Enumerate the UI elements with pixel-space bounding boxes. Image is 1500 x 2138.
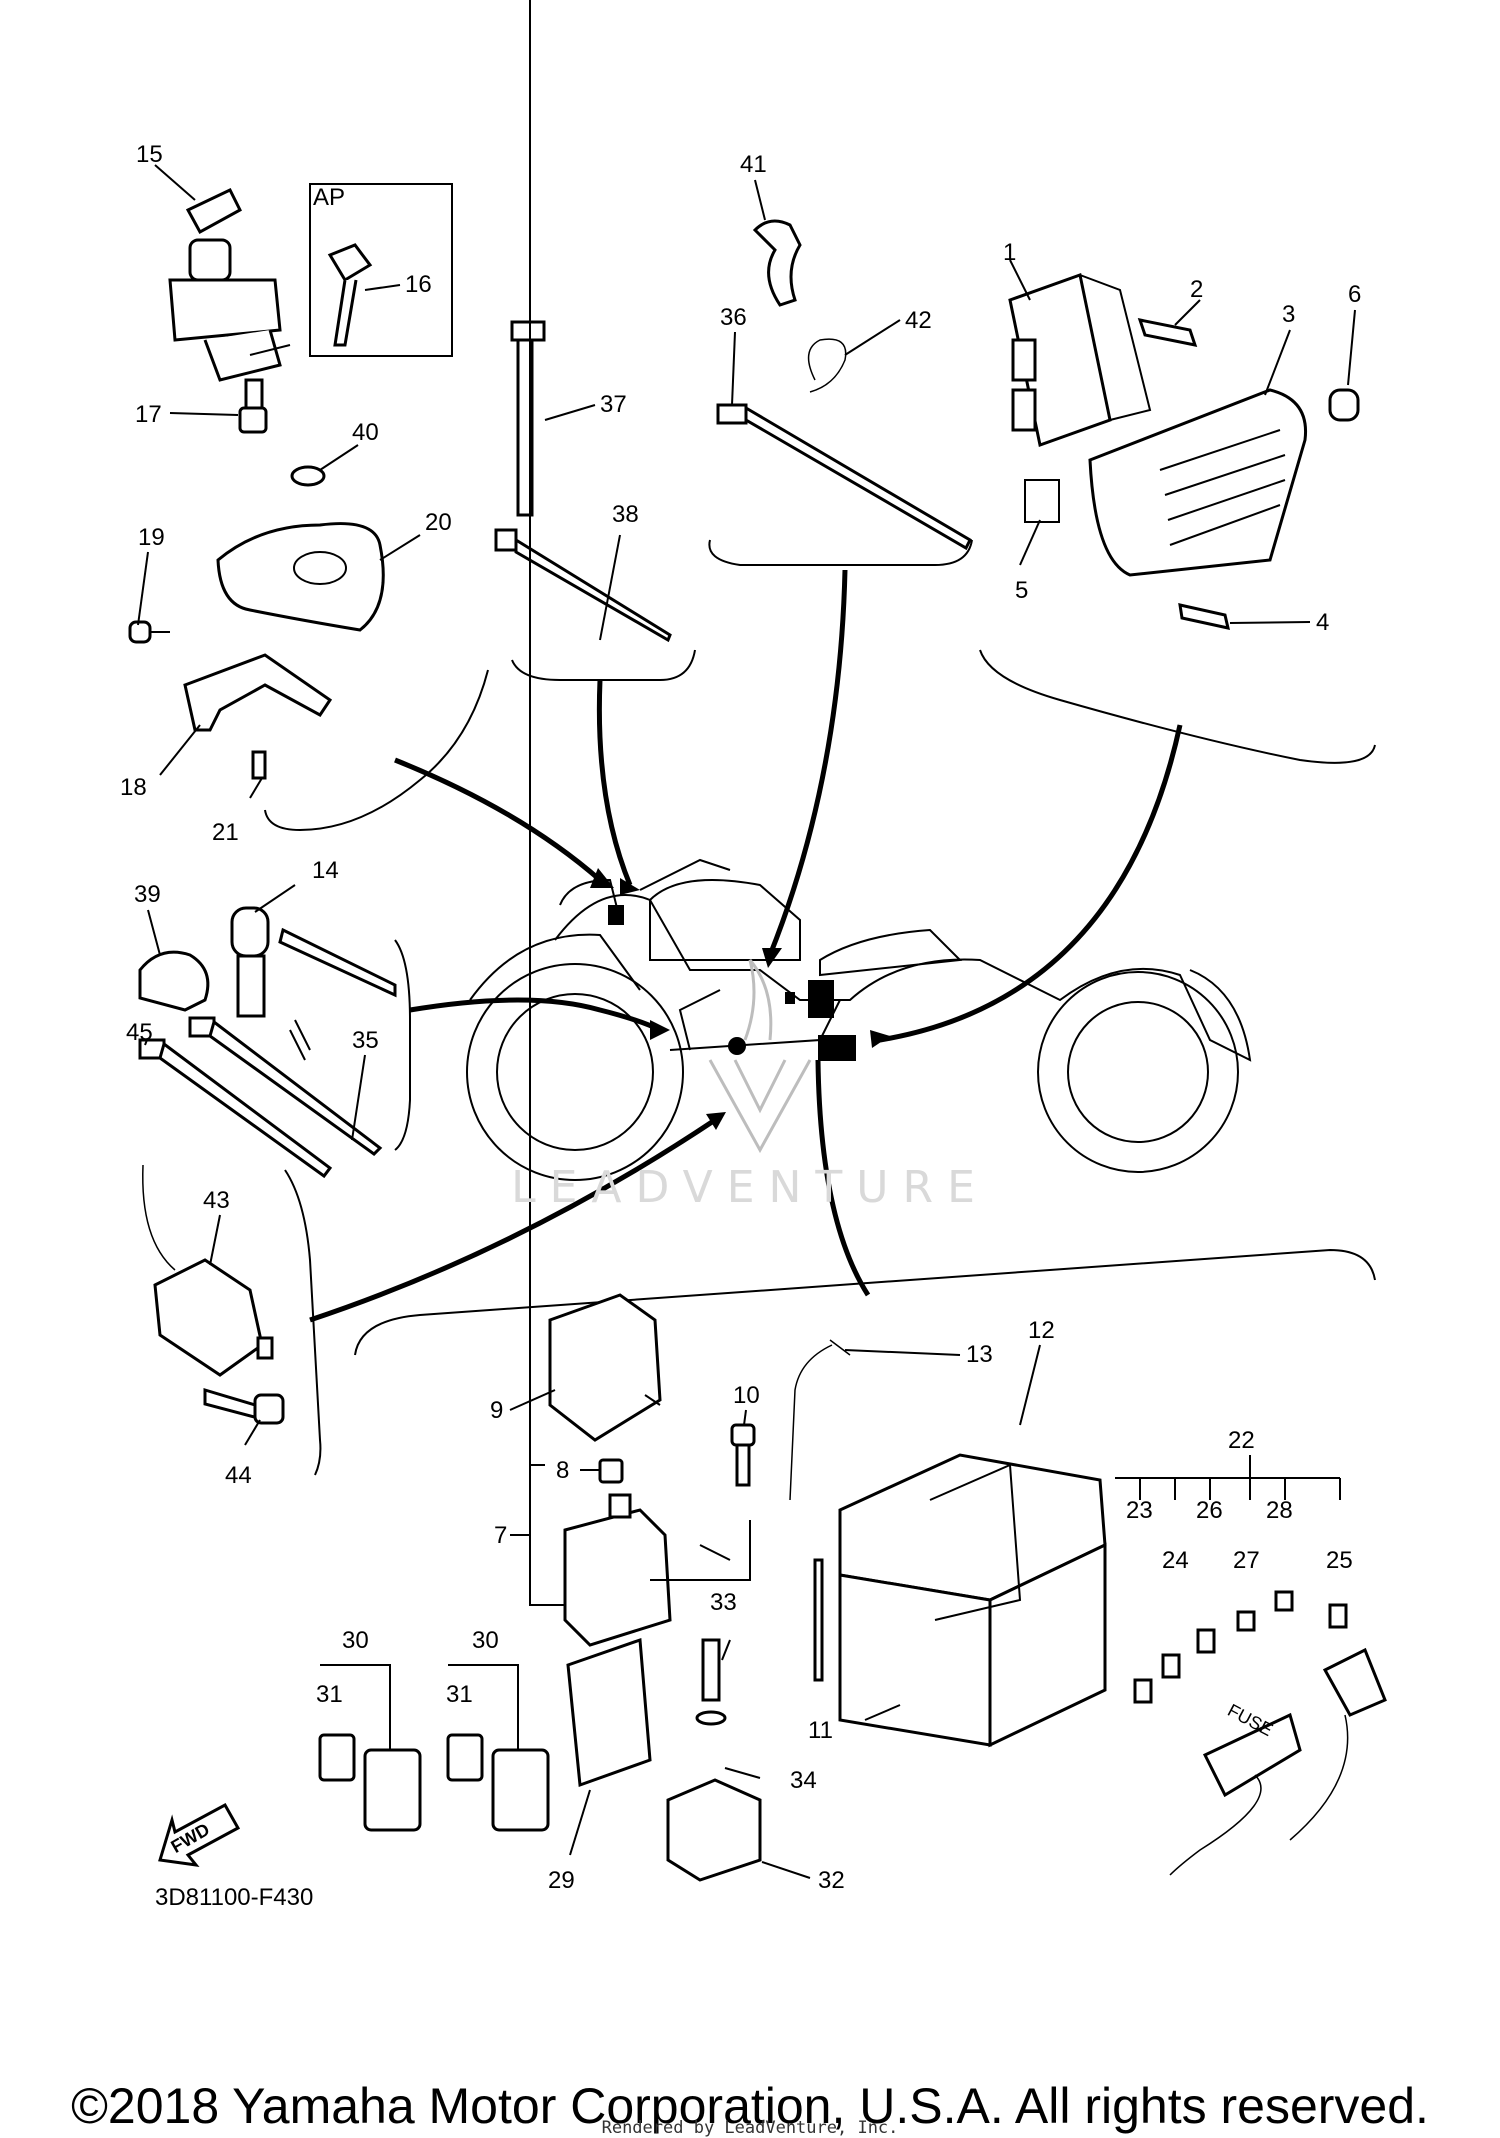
callout-45: 45 [126, 1019, 153, 1046]
callout-6: 6 [1348, 281, 1361, 308]
thermo-unit-icon [230, 906, 397, 1061]
relay-icon [318, 1733, 422, 1832]
grommet-icon [1328, 388, 1360, 422]
cover-icon [216, 522, 385, 632]
cable-tie-icon [494, 528, 672, 643]
callout-3: 3 [1282, 301, 1295, 328]
watermark-text: LEADVENTURE [511, 1162, 989, 1213]
callout-11: 11 [808, 1717, 833, 1744]
screw-icon [128, 620, 170, 644]
callout-14: 14 [312, 857, 339, 884]
relay-cover-icon [548, 1293, 662, 1442]
callout-25: 25 [1326, 1547, 1353, 1574]
callout-39: 39 [134, 881, 161, 908]
label-icon [1024, 479, 1060, 523]
callout-10: 10 [733, 1382, 760, 1409]
bolt-icon [1178, 603, 1230, 630]
callout-leaders [137, 0, 1356, 1879]
callout-35: 35 [352, 1027, 379, 1054]
callout-24: 24 [1162, 1547, 1189, 1574]
cable-tie-icon [510, 320, 546, 517]
callout-44: 44 [225, 1462, 252, 1489]
callout-5: 5 [1015, 577, 1028, 604]
bolt-icon [238, 378, 268, 434]
cap-icon [290, 465, 326, 487]
sensor-icon [666, 1638, 762, 1882]
cable-tie-icon [716, 403, 972, 551]
kit-label: AP [313, 184, 346, 211]
callout-43: 43 [203, 1187, 230, 1214]
rectifier-regulator-icon [1008, 273, 1152, 447]
starter-relay-icon [563, 1493, 672, 1647]
battery-icon [838, 1453, 1107, 1748]
bracket-icon [183, 653, 333, 732]
watermark-logo [708, 959, 812, 1154]
callout-19: 19 [138, 524, 165, 551]
diagram-code: 3D81100-F430 [155, 1884, 314, 1911]
callout-30: 30 [472, 1627, 499, 1654]
callout-36: 36 [720, 304, 747, 331]
rectifier-guard-icon [1088, 388, 1308, 577]
callout-labels: 15 16 17 18 19 20 21 40 37 38 36 41 42 1… [120, 141, 1361, 1894]
callout-1: 1 [1003, 239, 1016, 266]
relay-icon [446, 1733, 550, 1832]
callout-28: 28 [1266, 1497, 1293, 1524]
bolt-icon [203, 1387, 285, 1425]
clamp-icon [752, 219, 802, 307]
fuse-icon [598, 1458, 624, 1484]
bolt-icon [1137, 318, 1198, 347]
callout-41: 41 [740, 151, 767, 178]
callout-2: 2 [1190, 276, 1203, 303]
copyright-footer: ©2018 Yamaha Motor Corporation, U.S.A. A… [71, 2078, 1429, 2134]
callout-20: 20 [425, 509, 452, 536]
callout-16: 16 [405, 271, 432, 298]
callout-42: 42 [905, 307, 932, 334]
callout-30: 30 [342, 1627, 369, 1654]
callout-18: 18 [120, 774, 147, 801]
callout-17: 17 [135, 401, 162, 428]
clamp-icon [138, 950, 210, 1012]
callout-26: 26 [1196, 1497, 1223, 1524]
fuse-kit-icon [1115, 1455, 1387, 1876]
control-unit-icon [566, 1637, 652, 1788]
key-kit-box [309, 183, 453, 357]
motorcycle-illustration [466, 858, 1252, 1181]
callout-33: 33 [710, 1589, 737, 1616]
callout-13: 13 [966, 1341, 993, 1368]
callout-29: 29 [548, 1867, 575, 1894]
main-switch-icon [168, 188, 291, 382]
callout-8: 8 [556, 1457, 569, 1484]
callout-40: 40 [352, 419, 379, 446]
clip-icon [807, 338, 847, 393]
callout-34: 34 [790, 1767, 817, 1794]
callout-37: 37 [600, 391, 627, 418]
group-brackets [264, 539, 1376, 1476]
forward-arrow-icon[interactable] [158, 1802, 241, 1868]
battery-lead-icon [813, 1558, 824, 1682]
callout-9: 9 [490, 1397, 503, 1424]
callout-21: 21 [212, 819, 239, 846]
callout-31: 31 [316, 1681, 343, 1708]
callout-7: 7 [494, 1522, 507, 1549]
screw-icon [251, 750, 267, 780]
callout-23: 23 [1126, 1497, 1153, 1524]
callout-22: 22 [1228, 1427, 1255, 1454]
rendered-by-note: Rendered by LeadVenture, Inc. [601, 2118, 899, 2138]
callout-32: 32 [818, 1867, 845, 1894]
callout-15: 15 [136, 141, 163, 168]
callout-38: 38 [612, 501, 639, 528]
bolt-icon [730, 1423, 756, 1487]
callout-31: 31 [446, 1681, 473, 1708]
battery-lead-icon [789, 1339, 851, 1501]
cable-tie-icon [188, 1016, 383, 1156]
callout-27: 27 [1233, 1547, 1260, 1574]
cable-tie-icon [138, 1038, 333, 1179]
neutral-switch-icon [142, 1164, 274, 1377]
callout-12: 12 [1028, 1317, 1055, 1344]
callout-4: 4 [1316, 609, 1329, 636]
